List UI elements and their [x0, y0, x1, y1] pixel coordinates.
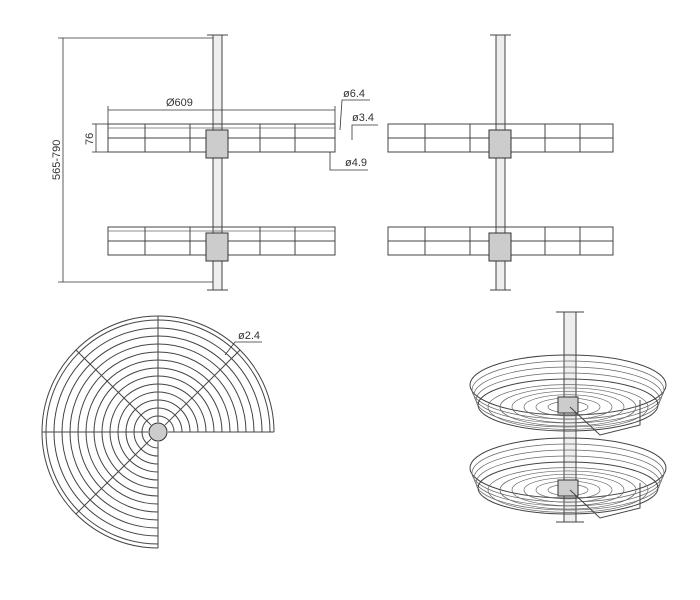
top-view: [41, 315, 275, 549]
wire-spoke: [75, 349, 152, 426]
diameter-label: Ø609: [166, 97, 193, 109]
bottom-basket-perspective: [469, 437, 667, 519]
side-view: [387, 34, 614, 291]
basket-height-label: 76: [84, 133, 96, 145]
wire-spoke: [164, 349, 241, 426]
wire-label: ø2.4: [238, 330, 260, 342]
rod-mid-label: ø3.4: [352, 112, 374, 124]
total-height-label: 565-790: [51, 140, 63, 180]
top-basket-perspective: [469, 354, 667, 436]
rod-bottom-label: ø4.9: [345, 157, 367, 169]
rod-top-label: ø6.4: [343, 88, 365, 100]
top-basket-front: [107, 123, 336, 159]
perspective-view: [469, 311, 667, 523]
wire-spoke: [75, 438, 152, 515]
front-view: 565-790 76 Ø609 ø6.4 ø3.4 ø4.9: [51, 34, 378, 291]
hub: [148, 422, 168, 442]
bottom-basket-front: [107, 226, 336, 262]
